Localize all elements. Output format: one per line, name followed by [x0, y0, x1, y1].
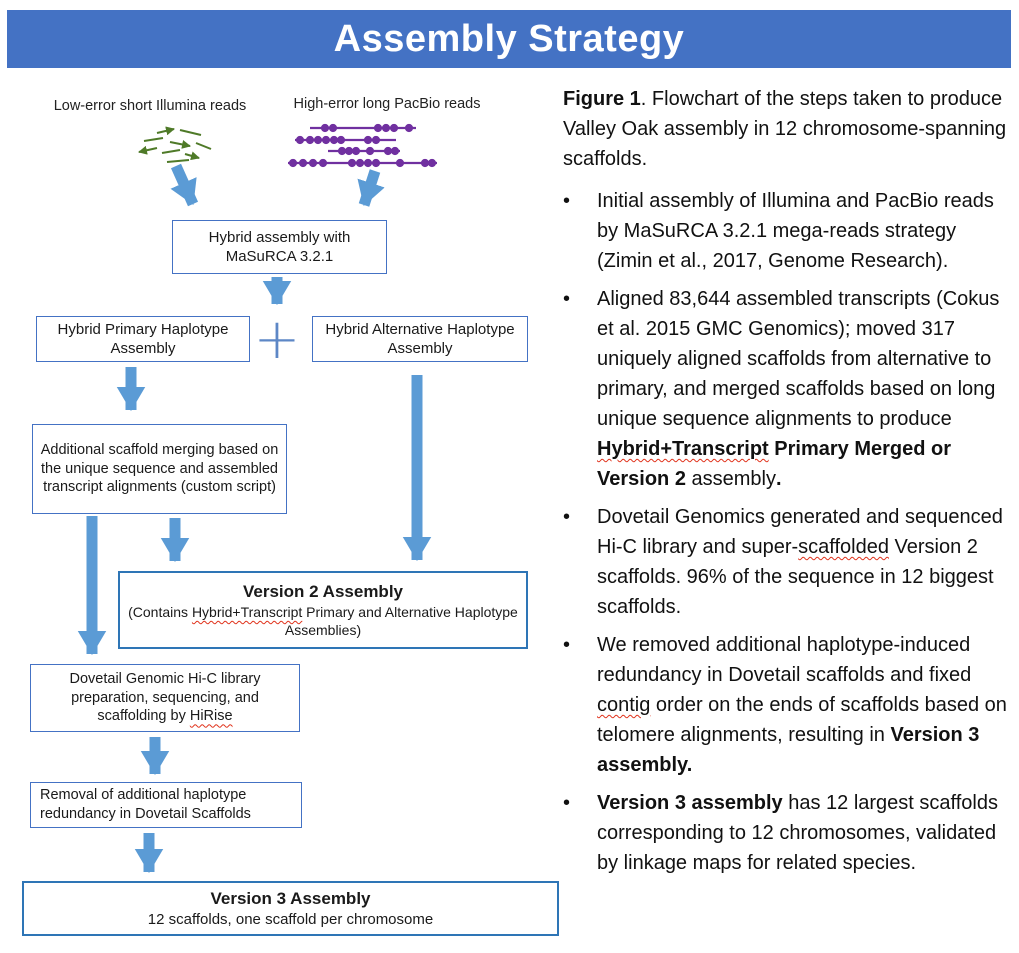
box-redundancy-removal: Removal of additional haplotype redundan… [30, 782, 302, 828]
bullet-item-3: Dovetail Genomics generated and sequence… [563, 502, 1017, 622]
box-alternative-haplotype: Hybrid Alternative Haplotype Assembly [312, 316, 528, 362]
page-title: Assembly Strategy [333, 17, 685, 60]
bullet-item-2: Aligned 83,644 assembled transcripts (Co… [563, 284, 1017, 494]
bullet-marker [563, 284, 581, 494]
bullet-item-1: Initial assembly of Illumina and PacBio … [563, 186, 1017, 276]
box-hybrid-assembly: Hybrid assembly with MaSuRCA 3.2.1 [172, 220, 387, 274]
bullet-marker [563, 186, 581, 276]
box-version2-assembly: Version 2 Assembly (Contains Hybrid+Tran… [118, 571, 528, 649]
bullet-list: Initial assembly of Illumina and PacBio … [563, 186, 1017, 878]
bullet-marker [563, 502, 581, 622]
title-banner: Assembly Strategy [7, 10, 1011, 68]
figure-caption: Figure 1. Flowchart of the steps taken t… [563, 88, 1007, 170]
bullet-item-5: Version 3 assembly has 12 largest scaffo… [563, 788, 1017, 878]
box-scaffold-merging: Additional scaffold merging based on the… [32, 424, 287, 514]
pacbio-reads-icon [288, 123, 437, 168]
box-version3-assembly: Version 3 Assembly 12 scaffolds, one sca… [22, 881, 559, 936]
figure-text-column: Figure 1. Flowchart of the steps taken t… [563, 84, 1017, 886]
box-dovetail-hic: Dovetail Genomic Hi-C library preparatio… [30, 664, 300, 732]
version3-subtitle: 12 scaffolds, one scaffold per chromosom… [147, 910, 434, 928]
figure-number: Figure 1 [563, 88, 641, 110]
arrow-illumina-to-masurca [170, 163, 199, 207]
bullet-marker [563, 630, 581, 780]
plus-sign: + [253, 306, 301, 372]
bullet-marker [563, 788, 581, 878]
version2-title: Version 2 Assembly [242, 581, 403, 601]
illumina-reads-icon [138, 126, 212, 163]
version3-title: Version 3 Assembly [210, 888, 371, 908]
illumina-reads-label: Low-error short Illumina reads [53, 98, 247, 114]
box-primary-haplotype: Hybrid Primary Haplotype Assembly [36, 316, 250, 362]
arrow-pacbio-to-masurca [357, 169, 385, 207]
version2-subtitle: (Contains Hybrid+Transcript Primary and … [128, 604, 518, 638]
bullet-item-4: We removed additional haplotype-induced … [563, 630, 1017, 780]
pacbio-reads-label: High-error long PacBio reads [293, 96, 481, 112]
